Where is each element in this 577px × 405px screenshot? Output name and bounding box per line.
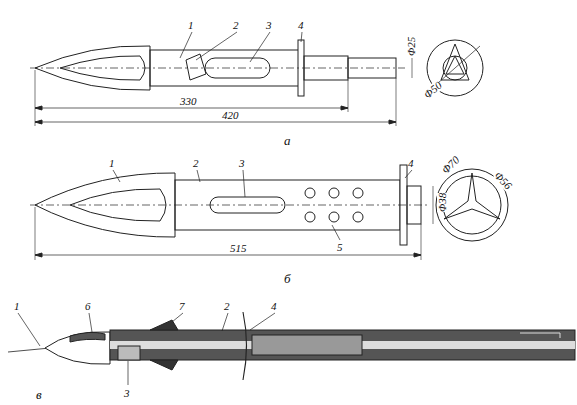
hole [305, 188, 315, 198]
dimension-label: Φ25 [406, 37, 417, 56]
probe-b [30, 165, 508, 260]
callout-number: 4 [298, 20, 304, 31]
dimension-label: Φ70 [440, 154, 461, 175]
hole [353, 188, 363, 198]
callout-number: 1 [14, 301, 20, 312]
callout-number: 4 [271, 301, 277, 312]
hole [329, 188, 339, 198]
callout-number: 6 [85, 301, 91, 312]
probe-a [30, 32, 483, 126]
callout-number: 2 [224, 301, 230, 312]
dimension-label: 420 [222, 110, 239, 121]
callout-number: 3 [124, 388, 130, 399]
callout-number: 5 [337, 242, 343, 253]
dimension-label: 515 [230, 243, 247, 254]
dimension-label: 330 [180, 96, 197, 107]
dimension-label: в [36, 388, 42, 401]
callout-number: 4 [408, 158, 414, 169]
callout-number: 3 [239, 158, 245, 169]
hole [353, 212, 363, 222]
callout-number: 7 [179, 301, 185, 312]
dimension-label: а [284, 134, 291, 147]
callout-number: 2 [193, 158, 199, 169]
callout-number: 1 [188, 20, 194, 31]
callout-number: 2 [233, 20, 239, 31]
callout-number: 3 [266, 20, 272, 31]
dimension-label: Φ38 [437, 193, 448, 212]
probe-c [8, 312, 575, 385]
callout-number: 1 [109, 158, 115, 169]
dimension-label: б [284, 272, 291, 285]
hole [329, 212, 339, 222]
hole [305, 212, 315, 222]
dimension-label: Φ50 [422, 80, 444, 101]
